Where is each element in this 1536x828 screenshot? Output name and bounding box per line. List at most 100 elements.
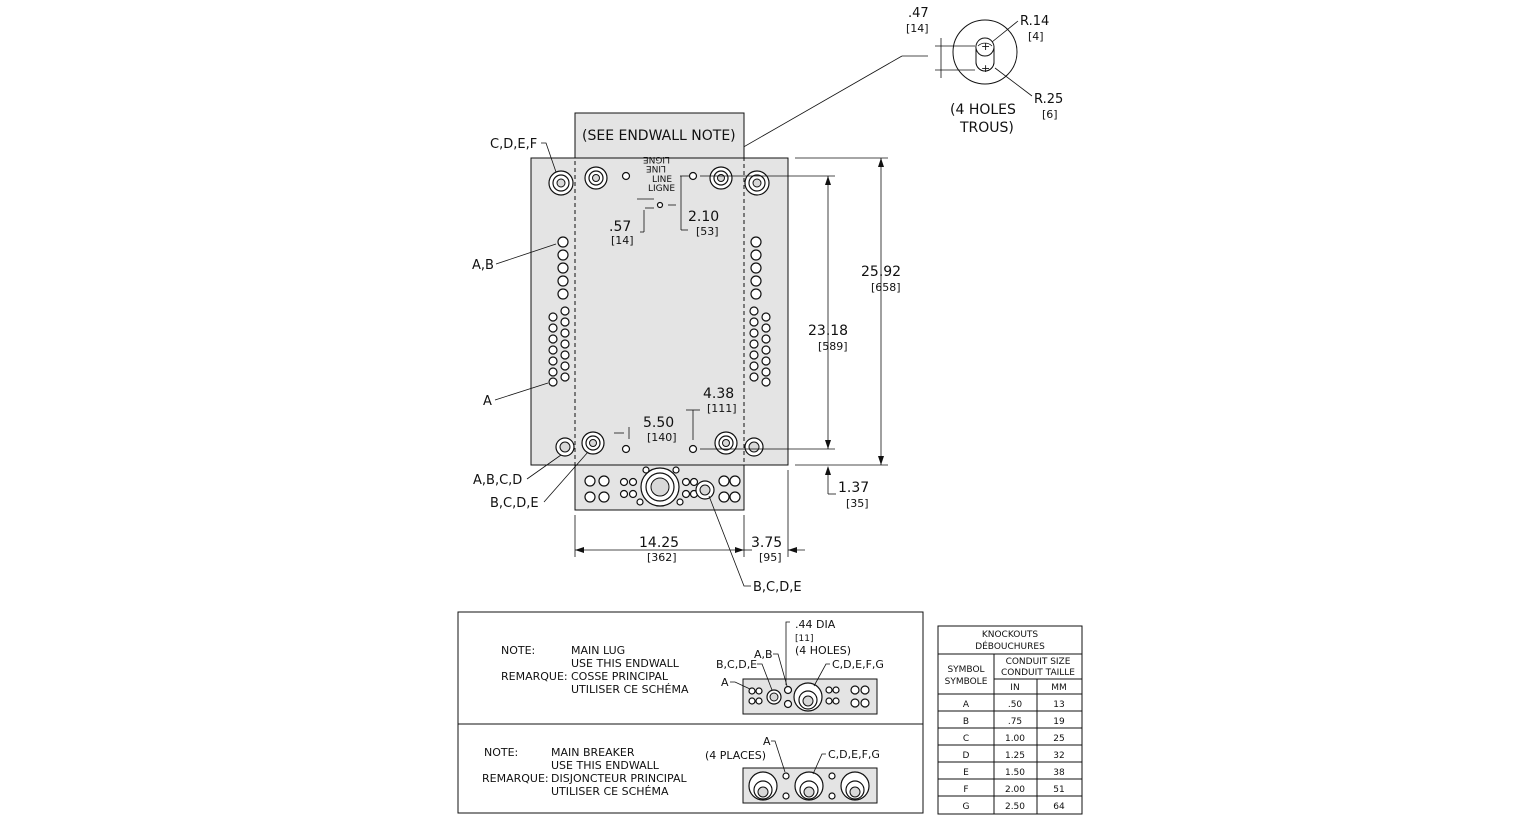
corner-knockouts [548,166,770,457]
keyhole-outer-circle [952,19,1018,85]
bottom-endwall-knockouts [584,466,741,507]
col-symbol-2: SYMBOLE [945,677,988,687]
table-row-mm: 51 [1053,785,1064,795]
side-knockouts-right [749,236,771,387]
side-knockouts-left [548,236,570,387]
breaker-line2: USE THIS ENDWALL [551,759,660,772]
keyhole-dim-top-mm: [14] [906,22,929,35]
dim-137-mm: [35] [846,497,869,510]
lug-line3: COSSE PRINCIPAL [571,670,669,683]
dim-550-mm: [140] [647,431,677,444]
lug-line4: UTILISER CE SCHÉMA [571,683,689,696]
dim-210-mm: [53] [696,225,719,238]
table-row-in: .75 [1008,717,1022,727]
table-row-mm: 38 [1053,768,1065,778]
keyhole-holes-line2: TROUS) [959,120,1014,136]
lug-dia: .44 DIA [795,618,836,631]
table-row-mm: 64 [1053,802,1065,812]
dim-438: 4.38 [703,386,734,402]
breaker-line3: DISJONCTEUR PRINCIPAL [551,772,687,785]
col-size-1: CONDUIT SIZE [1006,657,1071,667]
table-row-mm: 25 [1053,734,1064,744]
lug-note-label: NOTE: [501,644,535,657]
notes-box: NOTE: REMARQUE: MAIN LUG USE THIS ENDWAL… [457,611,924,814]
table-title-1: KNOCKOUTS [982,630,1039,640]
dim-137: 1.37 [838,480,869,496]
label-abcd: A,B,C,D [473,473,522,488]
dims-bottom: 14.25 [362] 3.75 [95] [574,470,805,564]
col-mm: MM [1051,683,1067,693]
table-title-2: DÉBOUCHURES [975,640,1045,652]
label-ab: A,B [472,258,494,273]
keyhole-center-mark-bottom: + [981,62,990,75]
col-size-2: CONDUIT TAILLE [1001,668,1075,678]
dim-057-mm: [14] [611,234,634,247]
lug-label-cdefg: C,D,E,F,G [832,658,884,671]
table-row-in: 1.00 [1005,734,1025,744]
keyhole-detail: + + .47 [14] R.14 [4] R.25 [6] (4 HOLES … [699,6,1063,173]
keyhole-center-mark-top: + [981,40,990,53]
dim-2592: 25.92 [861,264,901,280]
table-row-sym: A [963,700,970,710]
table-row-mm: 13 [1053,700,1064,710]
dim-438-mm: [111] [707,402,737,415]
table-row-in: .50 [1008,700,1023,710]
line-label-ligne: LIGNE [648,184,675,194]
dim-375: 3.75 [751,535,782,551]
dims-top-left: .57 [14] 2.10 [53] [609,175,719,247]
breaker-label-a: A [763,735,771,748]
table-row-mm: 32 [1053,751,1064,761]
note-main-lug: NOTE: REMARQUE: MAIN LUG USE THIS ENDWAL… [501,618,884,715]
keyhole-dim-top: .47 [908,6,929,21]
breaker-line4: UTILISER CE SCHÉMA [551,785,669,798]
dim-210: 2.10 [688,209,719,225]
dim-1425: 14.25 [639,535,679,551]
label-bcde-left: B,C,D,E [490,496,539,511]
breaker-label-places: (4 PLACES) [705,749,766,762]
breaker-remark-label: REMARQUE: [482,772,549,785]
knockouts-table: KNOCKOUTS DÉBOUCHURES SYMBOL SYMBOLE CON… [937,625,1083,815]
interior-outline [574,157,745,466]
dim-057: .57 [609,219,631,235]
table-row-sym: B [963,717,969,727]
dim-375-mm: [95] [759,551,782,564]
line-label-line-inverted: LINE [646,163,666,173]
lug-remark-label: REMARQUE: [501,670,568,683]
breaker-label-cdefg: C,D,E,F,G [828,748,880,761]
lug-line1: MAIN LUG [571,644,625,657]
table-row-in: 1.50 [1005,768,1025,778]
col-in: IN [1010,683,1019,693]
col-symbol-1: SYMBOL [947,665,984,675]
main-panel: (SEE ENDWALL NOTE) [472,112,901,595]
line-labels: LIGNE LINE LINE LIGNE [643,154,676,194]
table-rows: A .50 13 B .75 19 C 1.00 25 D 1.25 32 E … [963,700,1065,812]
note-main-breaker: NOTE: REMARQUE: MAIN BREAKER USE THIS EN… [482,735,880,804]
lug-dia-mm: [11] [795,634,813,644]
keyhole-radius-large: R.25 [1034,92,1063,107]
table-row-sym: D [963,751,970,761]
table-row-in: 2.50 [1005,802,1025,812]
lug-label-ab: A,B [754,648,773,661]
table-row-in: 2.00 [1005,785,1025,795]
back-plate [530,157,789,466]
keyhole-holes-line1: (4 HOLES [950,102,1016,118]
lug-holes: (4 HOLES) [795,644,851,657]
lug-label-bcde: B,C,D,E [716,658,757,671]
keyhole-radius-small-mm: [4] [1028,30,1044,43]
line-label-ligne-inverted: LIGNE [643,154,670,164]
table-row-in: 1.25 [1005,751,1025,761]
keyhole-radius-large-mm: [6] [1042,108,1058,121]
table-row-sym: E [963,768,969,778]
label-cdef: C,D,E,F [490,137,537,152]
keyhole-radius-small: R.14 [1020,14,1049,29]
table-row-mm: 19 [1053,717,1065,727]
endwall-note: (SEE ENDWALL NOTE) [582,128,736,144]
table-row-sym: F [963,785,968,795]
line-label-line: LINE [652,175,672,185]
dim-550: 5.50 [643,415,674,431]
dim-1425-mm: [362] [647,551,677,564]
dim-2318: 23.18 [808,323,848,339]
lug-label-a: A [721,676,729,689]
dim-2592-mm: [658] [871,281,901,294]
